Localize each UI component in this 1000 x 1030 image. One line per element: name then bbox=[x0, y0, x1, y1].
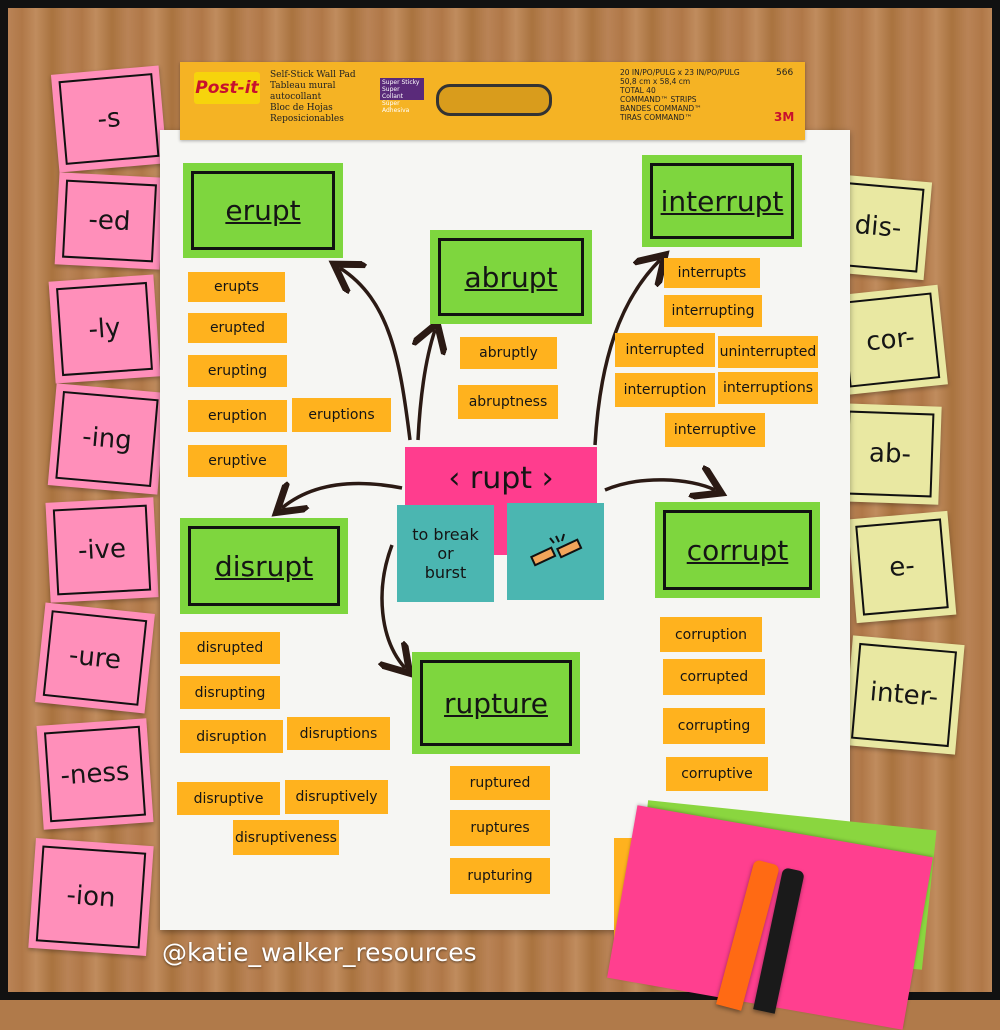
word-form: interruption bbox=[615, 373, 715, 407]
suffix-card: -ly bbox=[48, 274, 161, 384]
3m-logo: 3M bbox=[774, 110, 795, 124]
word-form: abruptness bbox=[458, 385, 558, 419]
word-form: interrupts bbox=[664, 258, 760, 288]
prefix-card: cor- bbox=[833, 284, 948, 396]
prefix-card: inter- bbox=[843, 635, 965, 755]
word-card-rupture: rupture bbox=[412, 652, 580, 754]
word-form: interruptions bbox=[718, 372, 818, 404]
suffix-card: -ive bbox=[45, 497, 159, 603]
word-form: erupted bbox=[188, 313, 287, 343]
wall-pad-header: Post-it Self-Stick Wall Pad Tableau mura… bbox=[180, 62, 805, 140]
suffix-card: -ion bbox=[28, 838, 154, 956]
word-form: rupturing bbox=[450, 858, 550, 894]
word-form: interrupting bbox=[664, 295, 762, 327]
watermark: @katie_walker_resources bbox=[162, 938, 477, 967]
word-card-erupt: erupt bbox=[183, 163, 343, 258]
word-card-disrupt: disrupt bbox=[180, 518, 348, 614]
word-form: disruptive bbox=[177, 782, 280, 815]
word-form: abruptly bbox=[460, 337, 557, 369]
word-form: corrupting bbox=[663, 708, 765, 744]
super-sticky-badge: Super Sticky Super Collant Súper Adhesiv… bbox=[380, 78, 424, 114]
broken-stick-icon bbox=[529, 533, 582, 567]
prefix-card: ab- bbox=[838, 403, 942, 505]
word-form: erupts bbox=[188, 272, 285, 302]
word-form: eruptions bbox=[292, 398, 391, 432]
hang-slot bbox=[436, 84, 552, 116]
suffix-card: -ness bbox=[36, 718, 154, 830]
word-form: disruptiveness bbox=[233, 820, 339, 855]
suffix-card: -ing bbox=[47, 383, 167, 495]
word-card-interrupt: interrupt bbox=[642, 155, 802, 247]
product-name: Self-Stick Wall Pad Tableau mural autoco… bbox=[270, 70, 356, 124]
word-card-abrupt: abrupt bbox=[430, 230, 592, 324]
root-word: ‹ rupt › bbox=[448, 461, 554, 496]
word-form: ruptured bbox=[450, 766, 550, 800]
word-form: corruption bbox=[660, 617, 762, 652]
suffix-card: -ed bbox=[54, 172, 165, 270]
word-form: eruptive bbox=[188, 445, 287, 477]
word-card-corrupt: corrupt bbox=[655, 502, 820, 598]
model-number: 566 bbox=[776, 68, 794, 78]
broken-stick-icon-card bbox=[507, 503, 604, 600]
word-form: eruption bbox=[188, 400, 287, 432]
word-form: disrupting bbox=[180, 676, 280, 709]
suffix-card: -s bbox=[50, 65, 168, 173]
word-form: erupting bbox=[188, 355, 287, 387]
word-form: ruptures bbox=[450, 810, 550, 846]
word-form: corrupted bbox=[663, 659, 765, 695]
suffix-card: -ure bbox=[35, 602, 155, 714]
pad-specs: 20 IN/PO/PULG x 23 IN/PO/PULG 50,8 cm x … bbox=[620, 68, 740, 122]
prefix-card: e- bbox=[847, 510, 957, 624]
word-form: disruption bbox=[180, 720, 283, 753]
word-form: corruptive bbox=[666, 757, 768, 791]
word-form: interruptive bbox=[665, 413, 765, 447]
word-form: disruptively bbox=[285, 780, 388, 814]
word-form: disrupted bbox=[180, 632, 280, 664]
word-form: uninterrupted bbox=[718, 336, 818, 368]
post-it-logo: Post-it bbox=[194, 72, 260, 104]
meaning-card: to break or burst bbox=[397, 505, 494, 602]
word-form: disruptions bbox=[287, 717, 390, 750]
word-form: interrupted bbox=[615, 333, 715, 367]
